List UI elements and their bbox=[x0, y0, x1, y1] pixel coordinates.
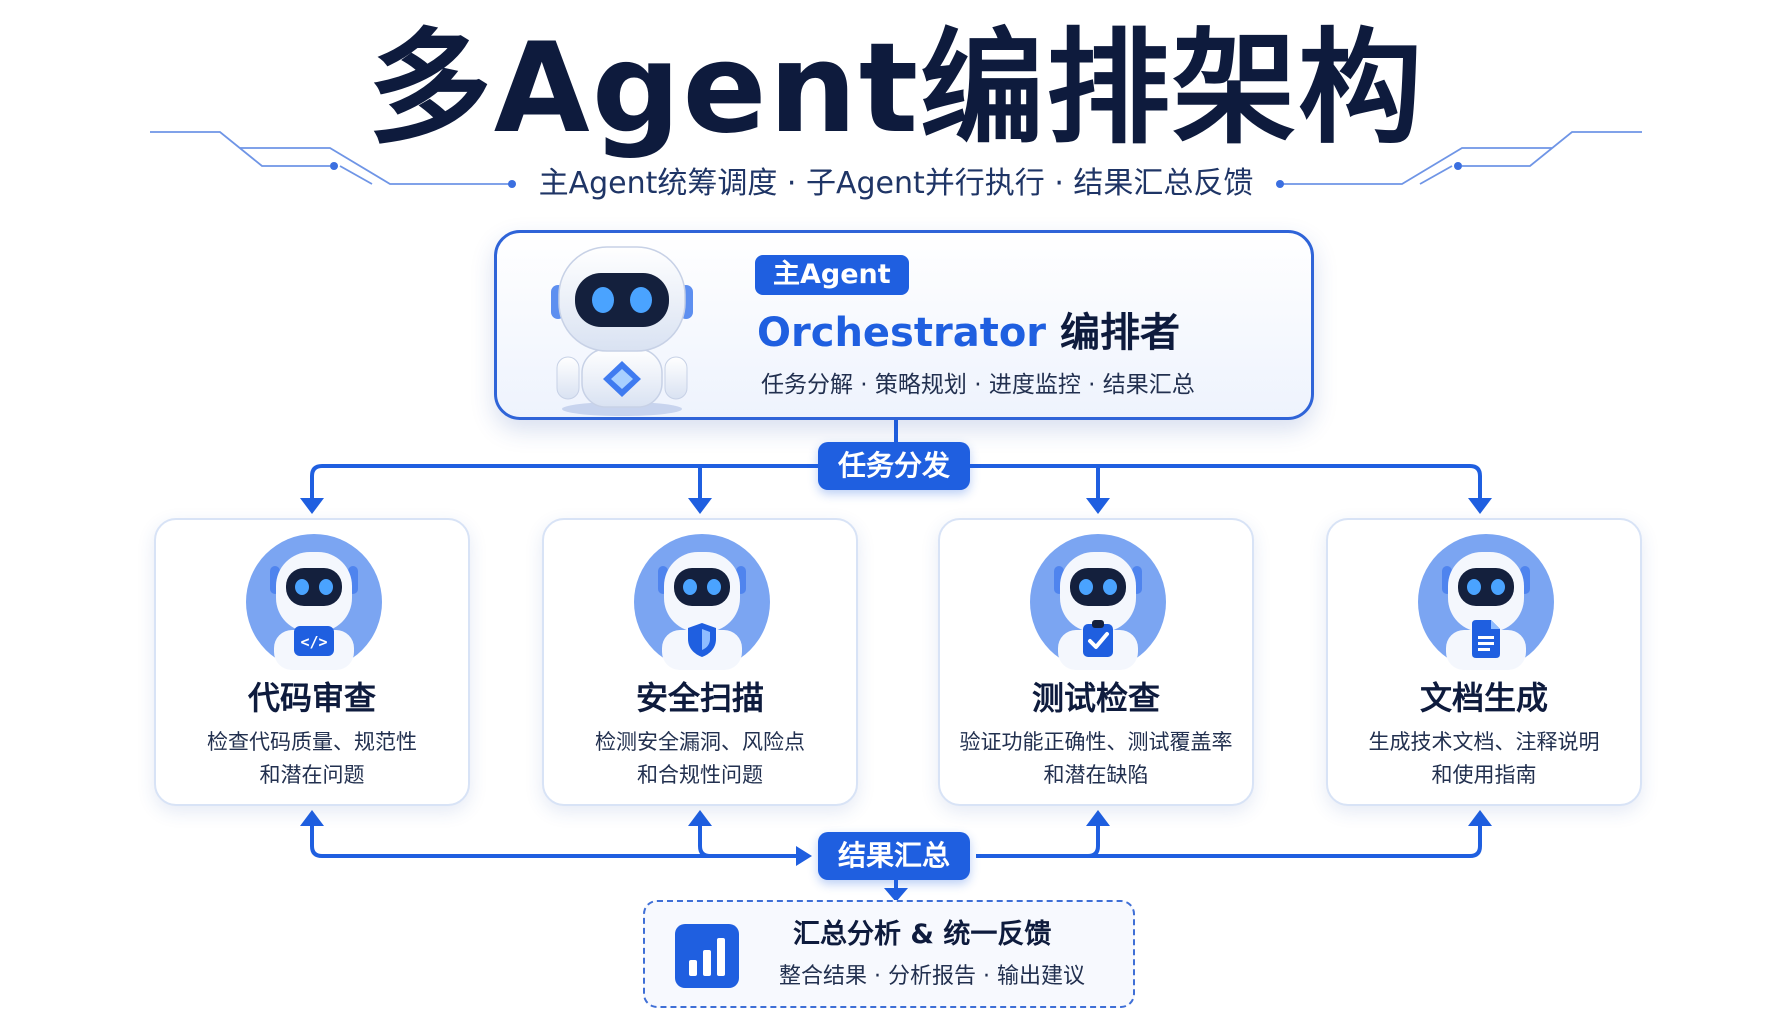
sub-agent-card-security-scan: 安全扫描 检测安全漏洞、风险点 和合规性问题 bbox=[542, 518, 858, 806]
sub-agent-card-test-check: 测试检查 验证功能正确性、测试覆盖率 和潜在缺陷 bbox=[938, 518, 1254, 806]
circuit-decoration-right bbox=[1280, 131, 1642, 185]
robot-icon bbox=[551, 246, 693, 416]
main-agent-title: Orchestrator 编排者 bbox=[757, 305, 1180, 361]
robot-icon bbox=[1030, 534, 1166, 670]
main-agent-title-en: Orchestrator bbox=[757, 310, 1047, 356]
code-icon: </> bbox=[294, 626, 334, 656]
sub-agent-desc-line2: 和使用指南 bbox=[1431, 763, 1537, 787]
sub-agent-desc: 检测安全漏洞、风险点 和合规性问题 bbox=[544, 726, 856, 792]
sub-agent-desc-line1: 生成技术文档、注释说明 bbox=[1368, 730, 1600, 754]
dispatch-label: 任务分发 bbox=[818, 442, 971, 490]
sub-agent-desc-line1: 检查代码质量、规范性 bbox=[207, 730, 417, 754]
page-subtitle: 主Agent统筹调度 · 子Agent并行执行 · 结果汇总反馈 bbox=[538, 166, 1254, 201]
summary-desc: 整合结果 · 分析报告 · 输出建议 bbox=[779, 964, 1085, 989]
page-title: 多Agent编排架构 bbox=[367, 17, 1425, 161]
sub-agent-title: 测试检查 bbox=[1031, 679, 1160, 717]
sub-agent-title: 文档生成 bbox=[1419, 679, 1548, 717]
robot-icon bbox=[634, 534, 770, 670]
robot-icon bbox=[1418, 534, 1554, 670]
shield-icon bbox=[688, 623, 716, 657]
main-agent-title-cn: 编排者 bbox=[1060, 310, 1181, 356]
sub-agent-card-code-review: </> 代码审查 检查代码质量、规范性 和潜在问题 bbox=[154, 518, 470, 806]
collect-label: 结果汇总 bbox=[818, 832, 971, 880]
circuit-decoration-left bbox=[150, 131, 512, 185]
summary-title: 汇总分析 & 统一反馈 bbox=[793, 919, 1052, 950]
collect-lines bbox=[310, 824, 1482, 900]
document-icon bbox=[1472, 620, 1500, 658]
sub-agent-title: 安全扫描 bbox=[635, 679, 764, 717]
summary-box: 汇总分析 & 统一反馈 整合结果 · 分析报告 · 输出建议 bbox=[643, 900, 1135, 1008]
sub-agent-title: 代码审查 bbox=[247, 679, 376, 717]
clipboard-check-icon bbox=[1083, 620, 1113, 657]
sub-agent-desc-line2: 和潜在缺陷 bbox=[1043, 763, 1149, 787]
sub-agent-desc: 验证功能正确性、测试覆盖率 和潜在缺陷 bbox=[940, 726, 1252, 792]
collect-arrowheads bbox=[300, 810, 1492, 902]
sub-agent-desc-line1: 检测安全漏洞、风险点 bbox=[595, 730, 805, 754]
sub-agent-desc: 生成技术文档、注释说明 和使用指南 bbox=[1328, 726, 1640, 792]
sub-agent-desc-line1: 验证功能正确性、测试覆盖率 bbox=[959, 730, 1233, 754]
sub-agent-desc: 检查代码质量、规范性 和潜在问题 bbox=[156, 726, 468, 792]
sub-agent-desc-line2: 和合规性问题 bbox=[637, 763, 763, 787]
bar-chart-icon bbox=[675, 924, 739, 988]
dispatch-arrowheads bbox=[300, 498, 1492, 514]
main-agent-card: 主Agent Orchestrator 编排者 任务分解 · 策略规划 · 进度监… bbox=[494, 230, 1314, 420]
main-agent-desc: 任务分解 · 策略规划 · 进度监控 · 结果汇总 bbox=[761, 372, 1195, 398]
main-agent-badge: 主Agent bbox=[755, 255, 909, 295]
sub-agent-card-doc-gen: 文档生成 生成技术文档、注释说明 和使用指南 bbox=[1326, 518, 1642, 806]
robot-icon bbox=[246, 534, 382, 670]
sub-agent-desc-line2: 和潜在问题 bbox=[259, 763, 365, 787]
svg-text:</>: </> bbox=[300, 633, 327, 651]
